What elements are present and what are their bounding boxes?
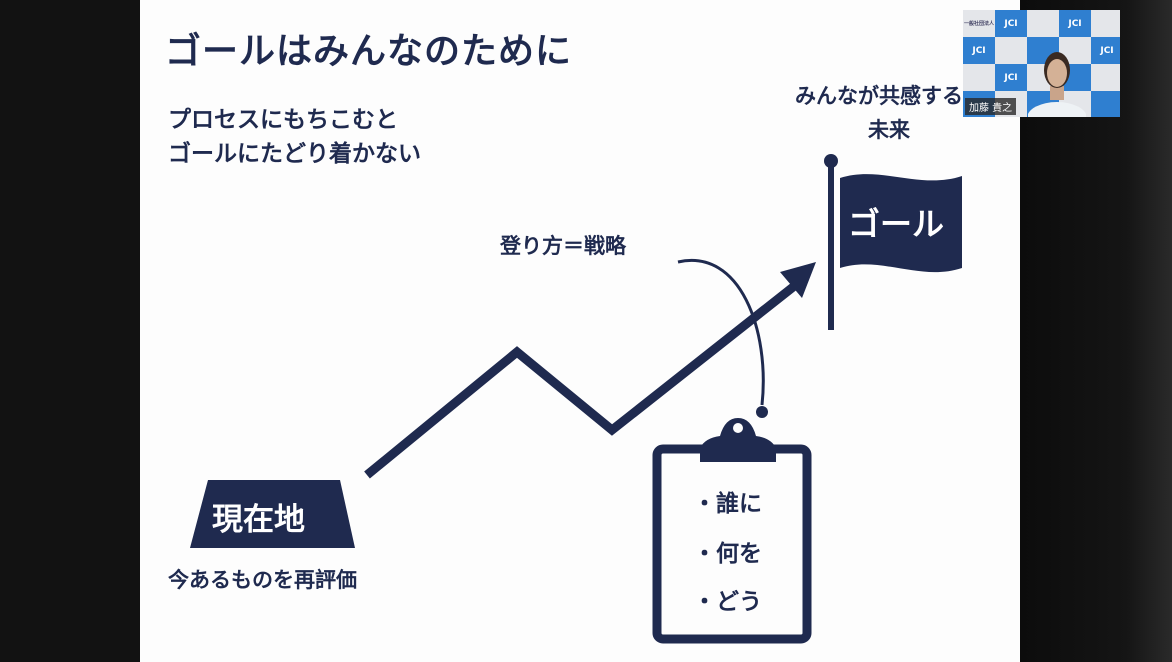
- slide-title: ゴールはみんなのために: [165, 31, 573, 72]
- growth-path: [364, 276, 805, 479]
- backdrop-logo: JCI: [963, 37, 995, 64]
- goal-flag: [840, 174, 962, 273]
- strategy-curve-dot: [756, 406, 768, 418]
- vision-line-1: みんなが共感する: [795, 84, 963, 108]
- strategy-label: 登り方＝戦略: [500, 234, 626, 258]
- presentation-slide: ゴールはみんなのために プロセスにもちこむと ゴールにたどり着かない みんなが共…: [140, 0, 1020, 662]
- current-position-label: 現在地: [212, 502, 305, 538]
- backdrop-logo: JCI: [1091, 37, 1120, 64]
- participant-name: 加藤 貴之: [965, 98, 1017, 115]
- checklist-item-who: ・誰に: [693, 491, 762, 517]
- subtitle-line-1: プロセスにもちこむと: [168, 107, 398, 133]
- slide-graphics: [190, 154, 962, 644]
- vision-line-2: 未来: [868, 118, 910, 142]
- reevaluate-label: 今あるものを再評価: [168, 568, 357, 592]
- clipboard-clip: [700, 418, 776, 462]
- subtitle-line-2: ゴールにたどり着かない: [168, 141, 421, 167]
- goal-flag-label: ゴール: [848, 205, 945, 243]
- backdrop-logo: JCI: [995, 10, 1027, 37]
- backdrop-logo: JCI: [1059, 10, 1091, 37]
- current-position-badge: [190, 480, 355, 548]
- growth-arrowhead: [780, 262, 816, 298]
- participant-video-thumbnail[interactable]: 一般社団法人 JCI JCI JCI JCI JCI 加藤 貴之: [963, 10, 1120, 117]
- backdrop-tile: 一般社団法人: [963, 10, 995, 37]
- flag-pole-ball: [824, 154, 838, 168]
- strategy-curve-arrow: [677, 258, 765, 406]
- checklist-item-what: ・何を: [693, 541, 762, 567]
- backdrop-logo: JCI: [995, 64, 1027, 91]
- participant-person: [1028, 52, 1086, 117]
- checklist-item-how: ・どう: [693, 589, 762, 615]
